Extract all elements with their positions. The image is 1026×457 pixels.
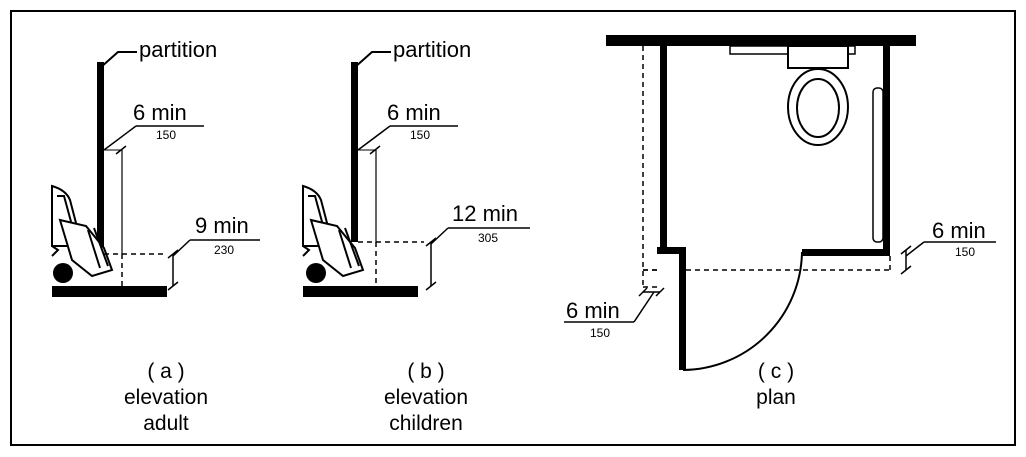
caption-a-letter: ( a ) — [147, 360, 184, 383]
dim-lower-a-metric: 230 — [214, 243, 234, 257]
dim-upper-a-value: 6 min — [133, 100, 187, 125]
dim-lower-b-metric: 305 — [478, 231, 498, 245]
dim-lower-b — [425, 227, 530, 291]
dim-upper-b-value: 6 min — [387, 100, 441, 125]
caption-c-line1: plan — [756, 386, 796, 409]
panel-a: partition 6 min 150 — [51, 37, 260, 435]
clearance-box-a — [104, 253, 166, 286]
leader-a — [99, 51, 137, 69]
toilet-icon-b — [302, 184, 365, 278]
dim-upper-a-metric: 150 — [156, 128, 176, 142]
partition-a — [97, 62, 104, 254]
wheel-b — [306, 263, 326, 283]
front-wall-left — [657, 247, 682, 254]
dim-lower-b-value: 12 min — [452, 201, 518, 226]
dim-right-c-metric: 150 — [955, 245, 975, 259]
dim-right-c — [900, 241, 996, 275]
partition-b — [351, 62, 358, 242]
dim-right-c-value: 6 min — [932, 218, 986, 243]
dim-upper-a — [103, 125, 204, 155]
panel-c: 6 min 150 6 min 150 ( c ) plan — [564, 35, 996, 409]
caption-b-line1: elevation — [384, 386, 468, 409]
right-partition — [883, 46, 890, 256]
grab-bar-side — [872, 87, 884, 243]
dim-left-c-metric: 150 — [590, 326, 610, 340]
front-wall-right — [802, 249, 890, 256]
left-partition — [660, 46, 667, 252]
caption-b-line2: children — [389, 412, 463, 435]
clearance-box-b — [358, 241, 424, 286]
caption-a-line2: adult — [143, 412, 189, 435]
floor-a — [52, 286, 167, 297]
dim-upper-b — [357, 125, 458, 155]
caption-a-line1: elevation — [124, 386, 208, 409]
dim-left-c-value: 6 min — [566, 298, 620, 323]
back-wall — [606, 35, 916, 46]
door-jamb — [679, 247, 686, 370]
caption-b-letter: ( b ) — [407, 360, 444, 383]
dim-lower-a-value: 9 min — [195, 213, 249, 238]
partition-label-a: partition — [139, 37, 217, 62]
dim-upper-b-metric: 150 — [410, 128, 430, 142]
partition-label-b: partition — [393, 37, 471, 62]
door-swing — [682, 251, 803, 371]
dim-left-c — [564, 287, 665, 323]
floor-b — [303, 286, 418, 297]
leader-b — [353, 51, 391, 69]
toilet-icon — [51, 184, 114, 278]
panel-b: partition 6 min 150 — [302, 37, 530, 435]
caption-c-letter: ( c ) — [758, 360, 794, 383]
toilet-plan-icon — [787, 45, 849, 146]
dim-lower-a — [167, 239, 260, 291]
wheel-a — [53, 263, 73, 283]
